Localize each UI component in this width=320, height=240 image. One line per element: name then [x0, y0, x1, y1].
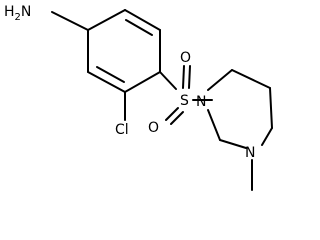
bond-c-nh2 [51, 11, 89, 31]
bond-s-o-top-a [182, 65, 185, 89]
bond-s-o-bottom-a [165, 107, 179, 121]
atom-oxygen-bottom-label: O [148, 120, 159, 136]
bond-ring-double-2 [96, 66, 125, 83]
bond-s-o-bottom-b [170, 111, 184, 125]
bond-c-right-n4 [261, 127, 273, 146]
bond-ring-c2-c3 [124, 9, 161, 31]
atom-oxygen-top-label: O [180, 50, 191, 66]
bond-c-s [159, 71, 177, 90]
bond-ring-c4-c5 [124, 71, 161, 93]
bond-c-bottom-n1 [207, 109, 221, 141]
bond-n1-c-top [207, 69, 233, 91]
bond-ring-c5-c6 [87, 71, 126, 93]
atom-methyl-nitrogen-label: N [245, 145, 255, 161]
atom-sulfur-label: S [180, 93, 189, 109]
bond-n4-c-bottom [219, 139, 247, 149]
atom-amine-label: H2N [4, 4, 31, 23]
atom-ring-nitrogen-label: N [196, 94, 206, 110]
bond-s-o-top-b [188, 65, 191, 89]
atom-chlorine-label: Cl [115, 122, 129, 138]
molecule-canvas: H2N Cl S O O N N [4, 4, 273, 191]
bond-ring-c1-c2 [87, 9, 126, 31]
structure-drawing: H2N Cl S O O N N [4, 4, 273, 191]
bond-c-right [269, 87, 273, 129]
bond-ring-double-1 [125, 19, 153, 36]
bond-c-top-c [231, 69, 271, 89]
